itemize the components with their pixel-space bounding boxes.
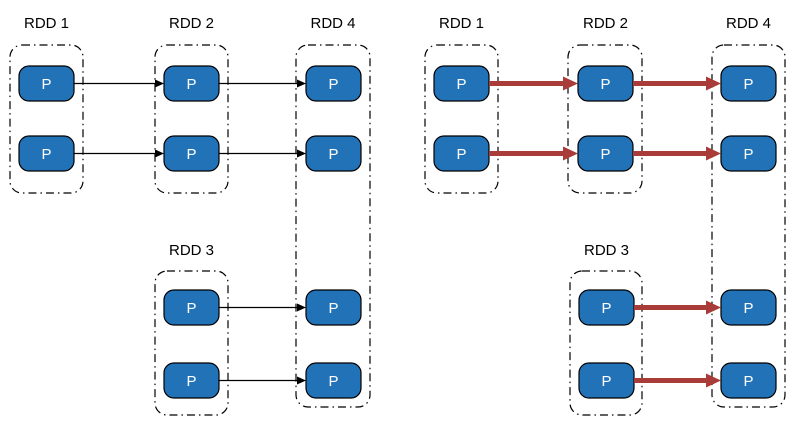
left-rdd2-label: RDD 2 [169,15,214,32]
right-rdd4-group: RDD 4 P P P P [711,15,786,408]
right-rdd1-partition-1-label: P [456,76,466,93]
right-rdd4-partition-1-box [720,65,777,102]
right-rdd3-container [569,270,643,416]
right-rdd1-label: RDD 1 [439,15,484,32]
left-rdd1-container [9,44,84,194]
right-rdd1-partition-2-label: P [456,146,466,163]
right-rdd4-label: RDD 4 [726,15,771,32]
left-rdd4-group: RDD 4 P P P P [295,15,371,408]
right-rdd3-label: RDD 3 [584,242,629,259]
left-rdd4-partition-1-label: P [328,76,338,93]
left-rdd4-partition-4-box [305,362,362,399]
left-rdd2-group: RDD 2 P P [154,15,229,194]
right-rdd2-partition-1-label: P [600,76,610,93]
right-rdd4-container [711,44,786,408]
left-rdd4-partition-2-label: P [328,146,338,163]
right-rdd4-partition-1-label: P [743,76,753,93]
left-rdd1-partition-2-label: P [41,146,51,163]
left-rdd1-group: RDD 1 P P [9,15,84,194]
right-rdd3-group: RDD 3 P P [569,242,643,416]
right-arrows [489,76,721,388]
right-rdd3-partition-1-label: P [601,300,611,317]
left-rdd4-partition-4-label: P [328,373,338,390]
right-rdd1-container [424,44,499,194]
left-rdd2-partition-1-label: P [186,76,196,93]
left-rdd1-partition-1-label: P [41,76,51,93]
diagram-left: RDD 1 P P RDD 2 P P RDD 4 P P P [9,15,371,416]
diagram-right: RDD 1 P P RDD 2 P P RDD 4 P P P [424,15,786,416]
left-rdd3-group: RDD 3 P P [154,242,229,416]
left-rdd3-label: RDD 3 [169,242,214,259]
right-rdd2-group: RDD 2 P P [567,15,643,194]
right-rdd4-partition-4-box [720,362,777,399]
right-rdd4-partition-2-label: P [743,146,753,163]
left-rdd1-label: RDD 1 [24,15,69,32]
right-rdd2-container [567,44,643,194]
left-rdd4-label: RDD 4 [310,15,355,32]
left-rdd4-partition-1-box [305,65,362,102]
left-rdd2-partition-2-label: P [186,146,196,163]
right-rdd2-label: RDD 2 [583,15,628,32]
left-arrows [74,79,306,385]
right-rdd4-partition-3-box [720,289,777,326]
left-rdd4-container [295,44,371,408]
right-rdd4-partition-3-label: P [743,300,753,317]
left-rdd3-partition-1-label: P [186,300,196,317]
left-rdd3-partition-2-label: P [186,373,196,390]
left-rdd2-container [154,44,229,194]
right-rdd4-partition-4-label: P [743,373,753,390]
right-rdd1-group: RDD 1 P P [424,15,499,194]
right-rdd4-partition-2-box [720,135,777,172]
left-rdd4-partition-3-box [305,289,362,326]
left-rdd4-partition-2-box [305,135,362,172]
right-rdd2-partition-2-label: P [600,146,610,163]
right-rdd3-partition-2-label: P [601,373,611,390]
left-rdd4-partition-3-label: P [328,300,338,317]
left-rdd3-container [154,270,229,416]
